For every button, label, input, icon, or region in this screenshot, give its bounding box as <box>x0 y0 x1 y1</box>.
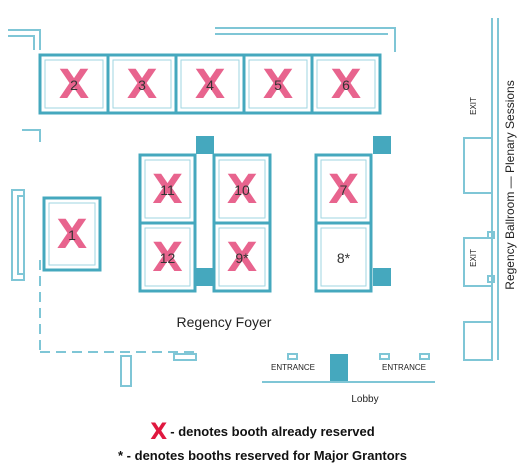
booth-inner-border <box>112 59 172 109</box>
column-center-top <box>196 136 214 154</box>
top-left-wall <box>8 29 41 50</box>
booth-inner-border <box>320 227 367 287</box>
entrance-post-2 <box>379 353 390 360</box>
ballroom-door-upper <box>463 137 493 194</box>
booth-1: X1 <box>42 196 102 272</box>
booth-number: 2 <box>70 77 78 93</box>
reserved-x-icon: X <box>57 212 88 258</box>
exit-marker-1 <box>487 231 495 239</box>
booth-number: 10 <box>234 182 250 198</box>
booth-inner-border <box>316 59 376 109</box>
entrance-post-1 <box>287 353 298 360</box>
entrance-label-left: ENTRANCE <box>271 363 315 372</box>
reserved-x-icon: X <box>127 62 158 108</box>
legend-grantor: * - denotes booths reserved for Major Gr… <box>0 448 525 463</box>
booth-6: X6 <box>310 53 382 115</box>
booth-4: X4 <box>174 53 246 115</box>
reserved-x-icon: X <box>150 420 168 445</box>
booth-inner-border <box>48 202 96 266</box>
booth-number: 1 <box>68 227 76 243</box>
door-stub-a <box>120 355 132 387</box>
exit-marker-2 <box>487 275 495 283</box>
reserved-x-icon: X <box>195 62 226 108</box>
ballroom-door-lower <box>463 237 493 287</box>
reserved-x-icon: X <box>263 62 294 108</box>
booth-2: X2 <box>38 53 110 115</box>
booth-11: X11 <box>138 153 197 225</box>
column-right-bottom <box>373 268 391 286</box>
booth-3: X3 <box>106 53 178 115</box>
reserved-x-icon: X <box>227 235 258 281</box>
lobby-column <box>330 354 348 381</box>
booth-inner-border <box>218 227 266 287</box>
exit-label-bottom: EXIT <box>469 249 478 267</box>
booth-7: X7 <box>314 153 373 225</box>
door-stub-b <box>173 353 197 361</box>
booth-10: X10 <box>212 153 272 225</box>
booth-12: X12 <box>138 221 197 293</box>
columns <box>196 136 391 381</box>
walls <box>8 18 499 387</box>
legend-reserved: X- denotes booth already reserved <box>0 420 525 445</box>
booth-inner-border <box>144 159 191 219</box>
legend-grantor-text: * - denotes booths reserved for Major Gr… <box>118 448 407 463</box>
booth-inner-border <box>248 59 308 109</box>
reserved-x-icon: X <box>331 62 362 108</box>
entrance-post-3 <box>419 353 430 360</box>
column-center-bottom <box>196 268 214 286</box>
booth-9: X9* <box>212 221 272 293</box>
entrance-label-right: ENTRANCE <box>382 363 426 372</box>
booth-number: 5 <box>274 77 282 93</box>
booth-number: 4 <box>206 77 214 93</box>
left-door-frame-inner <box>17 195 25 275</box>
reserved-x-icon: X <box>227 167 258 213</box>
exit-label-top: EXIT <box>469 97 478 115</box>
booth-number: 6 <box>342 77 350 93</box>
legend-reserved-text: - denotes booth already reserved <box>170 424 375 439</box>
booth-inner-border <box>320 159 367 219</box>
left-wall-upper <box>22 129 41 142</box>
booth-number: 12 <box>160 250 176 266</box>
booth-8: 8* <box>314 221 373 293</box>
ballroom-door-bottom <box>463 321 493 361</box>
ballroom-label: Regency Ballroom — Plenary Sessions <box>503 80 517 289</box>
foyer-label: Regency Foyer <box>177 314 272 330</box>
booth-number: 3 <box>138 77 146 93</box>
reserved-x-icon: X <box>152 167 183 213</box>
reserved-x-icon: X <box>328 167 359 213</box>
top-left-wall-inner <box>8 35 35 50</box>
booth-number: 7 <box>340 182 348 198</box>
top-right-wall <box>215 27 396 52</box>
booth-number: 9* <box>235 250 249 266</box>
lobby-label: Lobby <box>351 394 378 405</box>
booth-inner-border <box>218 159 266 219</box>
reserved-x-icon: X <box>152 235 183 281</box>
column-right-top <box>373 136 391 154</box>
booth-inner-border <box>44 59 104 109</box>
booth-number: 8* <box>337 250 351 266</box>
booth-inner-border <box>180 59 240 109</box>
booth-5: X5 <box>242 53 314 115</box>
reserved-x-icon: X <box>59 62 90 108</box>
booth-number: 11 <box>160 182 175 198</box>
booth-inner-border <box>144 227 191 287</box>
